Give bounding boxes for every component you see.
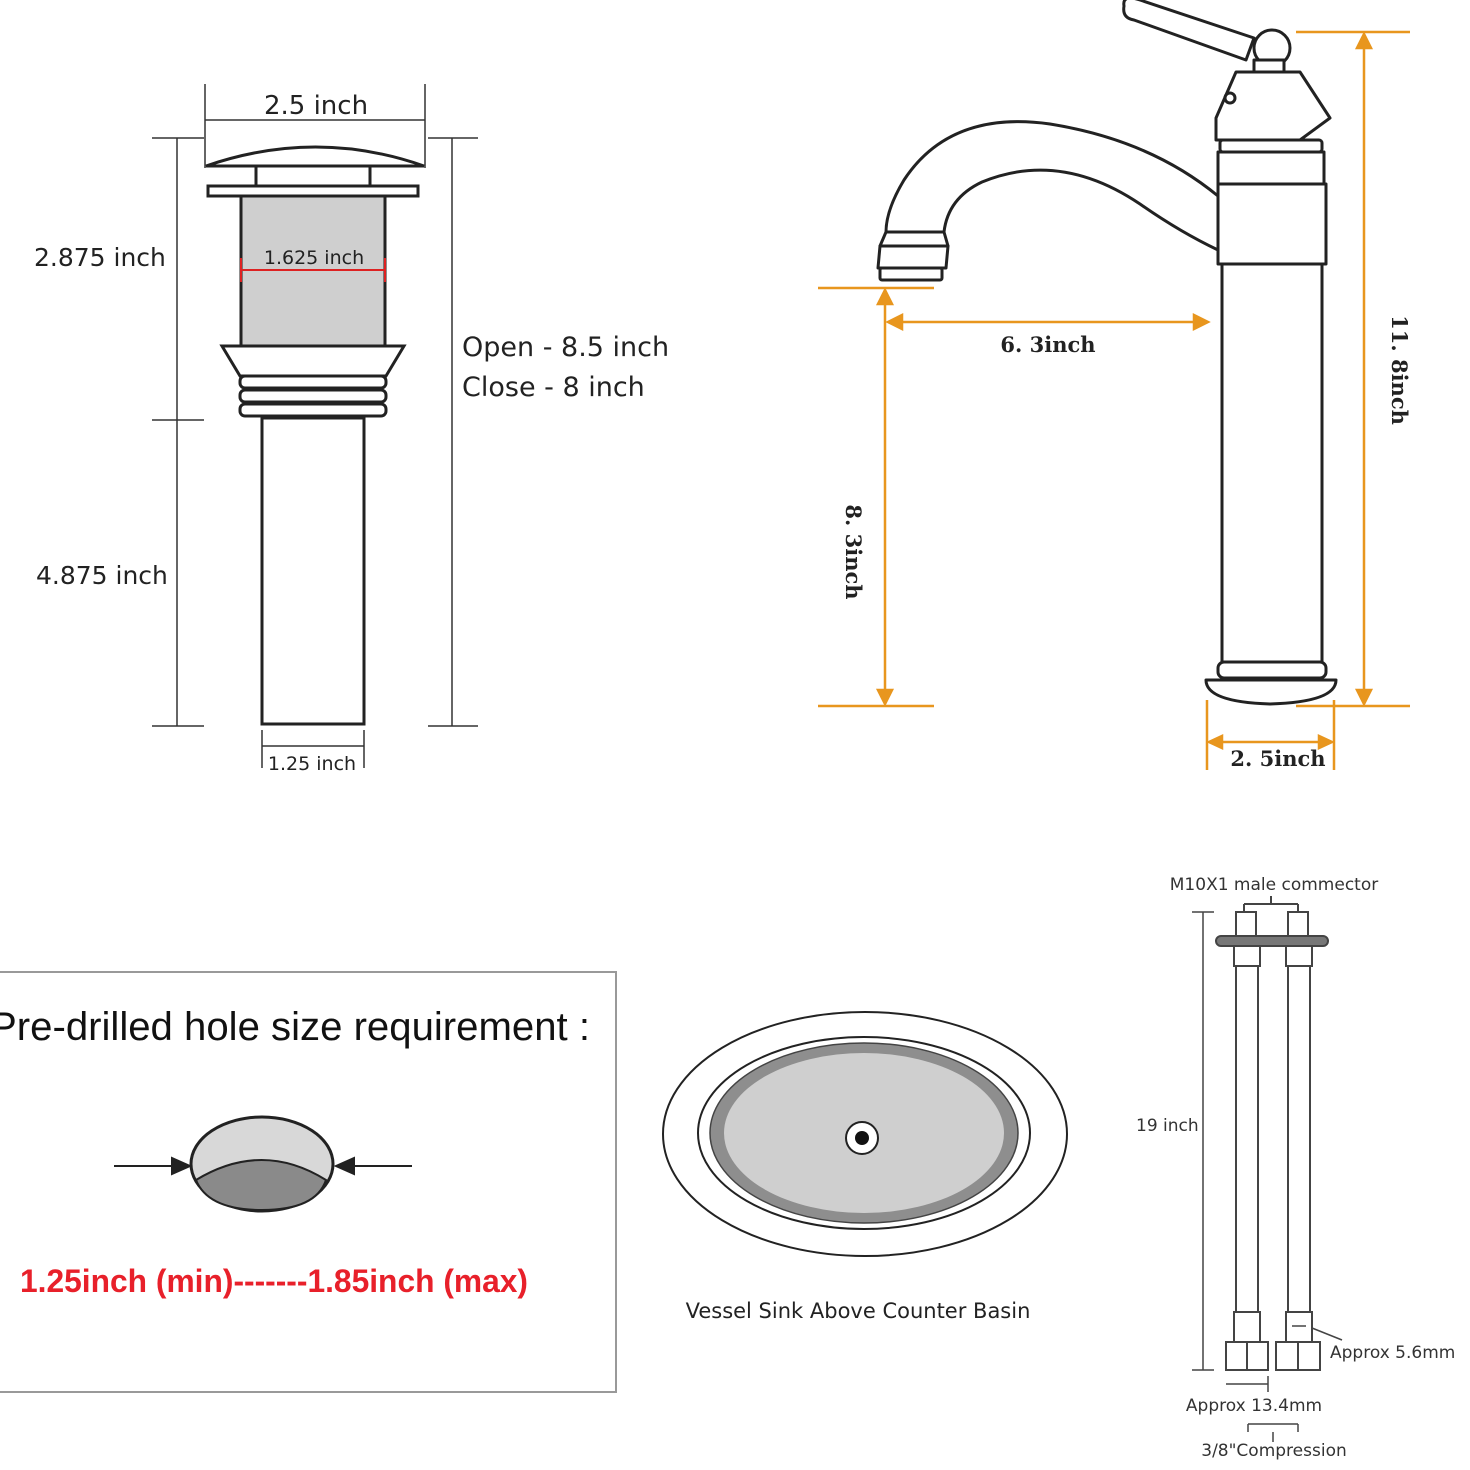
hole-requirement-panel: Pre-drilled hole size requirement : 1.25… (0, 971, 617, 1393)
supply-hoses-drawing (1215, 896, 1329, 1371)
drain-upper-height-label: 2.875 inch (34, 243, 166, 272)
drain-bottom-width-label: 1.25 inch (268, 753, 356, 775)
drain-inner-width-label: 1.625 inch (264, 247, 364, 269)
vessel-faucet-drawing (876, 0, 1338, 706)
drain-open-length-label: Open - 8.5 inch (462, 332, 669, 363)
hole-width-arrows (114, 1156, 412, 1176)
pop-up-drain-drawing (205, 145, 425, 726)
hose-nut-size-label: Approx 13.4mm (1186, 1396, 1322, 1416)
hose-fitting-label: 3/8"Compression (1201, 1441, 1347, 1461)
hole-requirement-title: Pre-drilled hole size requirement : (0, 1005, 590, 1049)
drain-close-length-label: Close - 8 inch (462, 372, 645, 403)
hole-size-range-label: 1.25inch (min)-------1.85inch (max) (20, 1263, 528, 1299)
hose-dimension-lines (1192, 911, 1343, 1442)
faucet-dimension-lines (818, 30, 1410, 770)
basin-caption: Vessel Sink Above Counter Basin (686, 1299, 1031, 1323)
hose-length-label: 19 inch (1136, 1116, 1199, 1136)
hose-connector-label: M10X1 male commector (1170, 875, 1378, 895)
faucet-spout-reach-label: 6. 3inch (1000, 332, 1095, 357)
faucet-base-width-label: 2. 5inch (1230, 746, 1325, 771)
faucet-total-height-label: 11. 8inch (1387, 315, 1412, 425)
drain-dimension-lines (152, 84, 478, 768)
inner-width-marker (240, 258, 386, 282)
drain-top-width-label: 2.5 inch (264, 91, 368, 121)
hose-diameter-label: Approx 5.6mm (1330, 1343, 1455, 1363)
drain-lower-height-label: 4.875 inch (36, 561, 168, 590)
vessel-sink-drawing: Vessel Sink Above Counter Basin (662, 1011, 1068, 1323)
faucet-spout-height-label: 8. 3inch (841, 504, 866, 599)
hole-illustration (189, 1115, 335, 1213)
